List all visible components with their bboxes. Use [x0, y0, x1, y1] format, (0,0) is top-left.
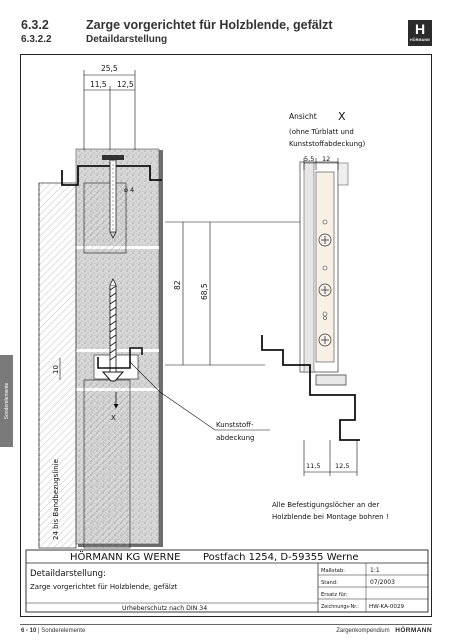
footer-left: 6 - 10 | Sonderelemente: [21, 628, 85, 634]
top-screw: [102, 155, 124, 239]
dimension-lines-vertical: [59, 221, 300, 380]
hinge-view-x: [299, 161, 349, 386]
title-block: [25, 549, 429, 613]
company-address: Postfach 1254, D-59355 Werne: [203, 552, 359, 563]
dim-height-82: 82: [173, 280, 182, 290]
view-note-line-1: (ohne Türblatt und: [289, 128, 354, 136]
view-letter: X: [338, 110, 346, 123]
row-label-date: Stand:: [321, 580, 338, 586]
section-number: 6.3.2: [21, 18, 49, 32]
dim-view-5-5: 5,5: [304, 155, 314, 163]
reference-line-label: 24 bis Bandbezugslinie: [52, 459, 60, 540]
footer-right: Zargenkompendium HÖRMANN: [336, 627, 432, 634]
mounting-note-line-1: Alle Befestigungslöcher an der: [272, 501, 379, 509]
side-tab[interactable]: Sonderelemente: [0, 355, 13, 447]
dim-view-11-5: 11,5: [306, 462, 320, 470]
section-marker-x: X: [111, 414, 116, 422]
dimension-lines-view: [303, 158, 358, 476]
cover-label-line-2: abdeckung: [216, 434, 255, 442]
footer-document: Zargenkompendium: [336, 628, 390, 634]
dim-hole-diameter: ø 4: [124, 186, 134, 194]
drawing-frame: [20, 54, 432, 617]
view-title: Ansicht: [289, 112, 317, 121]
row-label-drawing-no: Zeichnungs-Nr.:: [321, 604, 359, 610]
view-note-line-2: Kunststoffabdeckung): [289, 140, 365, 148]
row-value-scale: 1:1: [370, 567, 380, 574]
cover-leader: [129, 361, 270, 431]
dim-height-68-5: 68,5: [200, 283, 209, 300]
detail-heading: Detaildarstellung:: [30, 569, 106, 579]
footer-separator: |: [38, 628, 40, 634]
dim-total-width: 25,5: [101, 64, 118, 73]
dim-view-12-5: 12,5: [335, 462, 349, 470]
row-label-scale: Maßstab:: [321, 568, 345, 574]
subsection-number: 6.3.2.2: [21, 34, 52, 45]
logo-mark: H: [414, 21, 426, 37]
page-number: 6 - 10: [21, 628, 37, 634]
frame-profile-top: [61, 165, 162, 186]
dimension-lines-top: [83, 70, 136, 150]
cover-label-line-1: Kunststoff-: [216, 421, 254, 429]
copyright-note: Urheberschutz nach DIN 34: [122, 605, 207, 612]
subsection-title: Detaildarstellung: [86, 34, 168, 45]
cover-profile: [97, 347, 143, 369]
lower-screw: [101, 278, 125, 382]
section-title: Zarge vorgerichtet für Holzblende, gefäl…: [86, 18, 333, 32]
footer-rule: [20, 624, 432, 625]
dim-left-width: 11,5: [90, 80, 107, 89]
row-value-drawing-no: HW-KA-0029: [369, 604, 404, 610]
mounting-note-line-2: Holzblende bei Montage bohren !: [272, 513, 389, 521]
dim-right-width: 12,5: [117, 80, 134, 89]
company-name: HÖRMANN KG WERNE: [70, 550, 180, 563]
logo-brand: HÖRMANN: [410, 38, 430, 42]
footer-brand: HÖRMANN: [395, 627, 432, 634]
hoermann-logo: H HÖRMANN: [408, 20, 432, 46]
dim-offset-10: 10: [52, 365, 60, 374]
footer-section: Sonderelemente: [41, 628, 86, 634]
detail-text: Zarge vorgerichtet für Holzblende, gefäl…: [30, 583, 177, 591]
dim-view-12: 12: [322, 155, 330, 163]
row-label-replaces: Ersatz für:: [321, 592, 348, 598]
frame-profile-side: [261, 335, 360, 441]
row-value-date: 07/2003: [370, 579, 395, 586]
wood-panel: [38, 182, 139, 549]
